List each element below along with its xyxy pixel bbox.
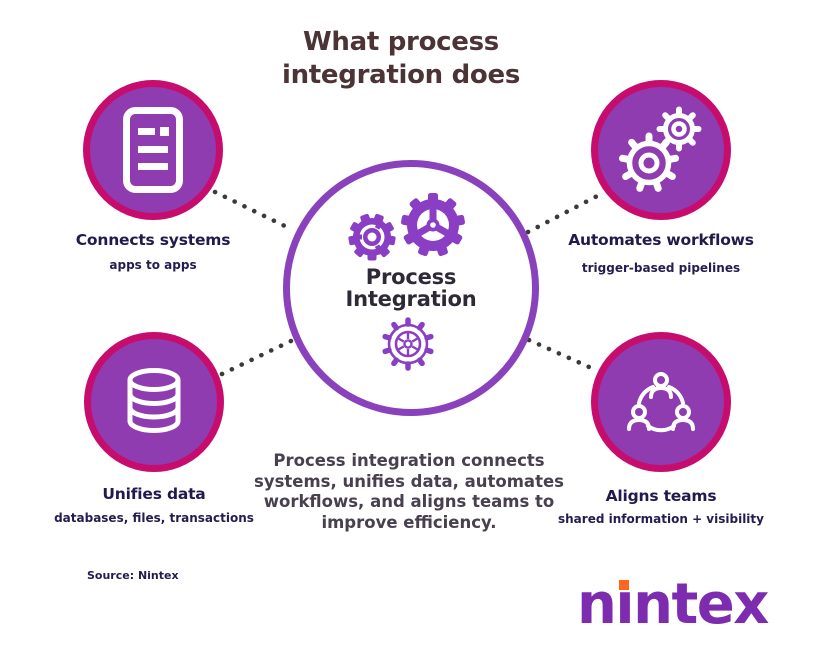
summary-line: workflows, and aligns teams to [263,492,555,511]
connector-topleft [212,189,296,233]
source-attribution: Source: Nintex [87,569,179,582]
label-aligns-teams: Aligns teams [605,487,717,505]
sublabel-aligns-teams: shared information + visibility [558,512,764,526]
sublabel-automates-workflows: trigger-based pipelines [581,261,741,275]
label-connects-systems: Connects systems [75,231,231,249]
label-automates-workflows: Automates workflows [568,231,754,249]
team-icon [627,372,695,433]
page-title-line1: What process [303,27,499,57]
gear-large-icon [401,193,465,257]
database-icon [127,368,181,433]
summary-line: systems, unifies data, automates [254,471,564,491]
page-title: What process integration does [201,26,601,92]
node-circle-connects-systems [83,80,223,220]
center-circle-process-integration: Process Integration [283,160,539,416]
sublabel-connects-systems: apps to apps [109,258,197,272]
center-title-line1: Process [365,265,457,289]
summary-line: Process integration connects [273,451,545,470]
connector-bottomright [526,337,601,374]
document-icon [123,107,183,193]
label-unifies-data: Unifies data [102,485,206,503]
summary-paragraph: Process integration connects systems, un… [249,451,569,533]
connector-topright [525,190,606,235]
center-title-line2: Integration [345,287,477,311]
page-title-line2: integration does [281,60,520,90]
node-circle-automates-workflows [591,80,731,220]
connector-bottomleft [219,338,294,377]
logo-i-dot [619,580,630,590]
gear-small-icon [348,213,396,261]
summary-line: improve efficiency. [321,512,497,532]
sublabel-unifies-data: databases, files, transactions [54,511,254,525]
center-gears-graphic [348,193,465,371]
node-circle-unifies-data [84,332,224,472]
center-title: Process Integration [290,266,532,310]
node-circle-aligns-teams [591,332,731,472]
gears-icon [618,106,702,192]
gear-outline-icon [382,317,434,371]
